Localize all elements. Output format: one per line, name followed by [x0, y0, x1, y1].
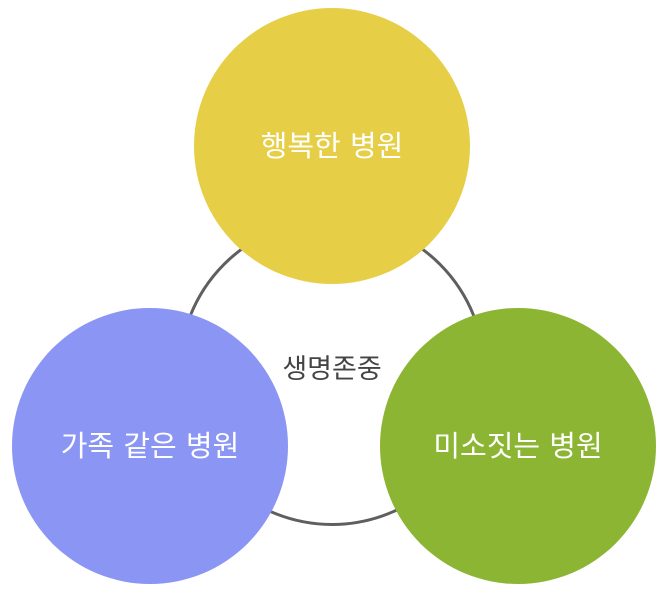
node-top-circle: 행복한 병원: [194, 8, 470, 284]
node-left-circle: 가족 같은 병원: [12, 308, 288, 584]
node-right-label: 미소짓는 병원: [433, 429, 603, 463]
node-right-circle: 미소짓는 병원: [380, 308, 656, 584]
node-left-label: 가족 같은 병원: [60, 429, 240, 463]
center-label: 생명존중: [282, 354, 382, 385]
node-top-label: 행복한 병원: [260, 129, 404, 163]
